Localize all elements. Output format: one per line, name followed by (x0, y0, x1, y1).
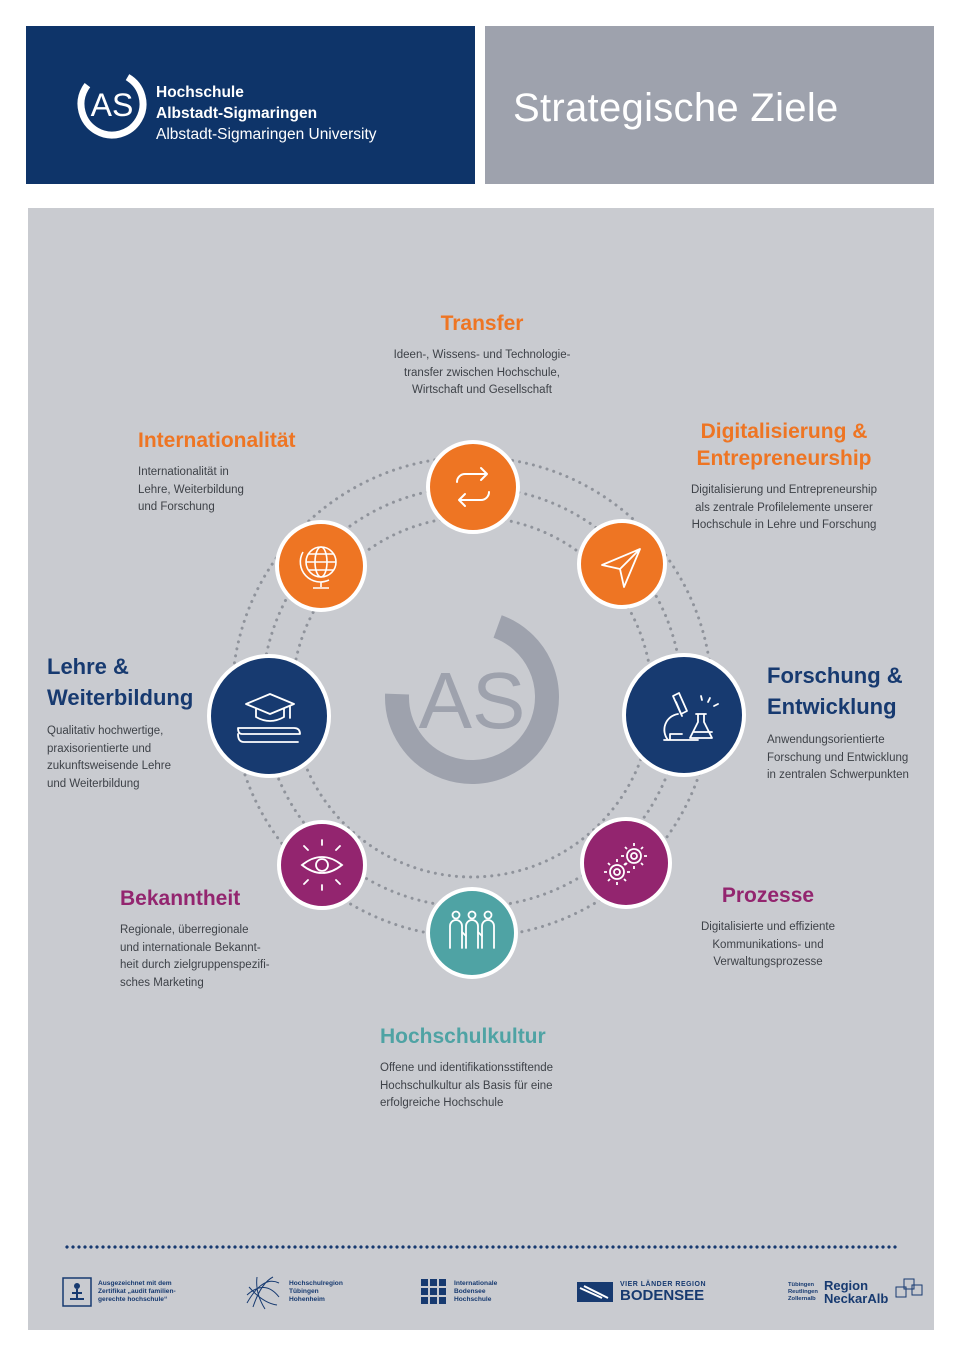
partner-audit-text: Ausgezeichnet mit dem Zertifikat „audit … (98, 1280, 176, 1303)
goal-digital-title: Digitalisierung & Entrepreneurship (696, 420, 872, 470)
header-title-block: Strategische Ziele (485, 26, 934, 184)
transfer-node (426, 440, 520, 534)
digital-node (577, 519, 667, 609)
university-logo: AS (77, 69, 147, 139)
gears-icon (604, 843, 647, 885)
center-logo: AS (385, 610, 559, 784)
goal-kultur-text: Offene und identifikationsstiftende Hoch… (380, 1062, 554, 1109)
prozesse-node (580, 817, 672, 909)
strategy-wheel: AS (207, 440, 746, 979)
goal-lehre-text: Qualitativ hochwertige, praxisorientiert… (47, 725, 172, 790)
strategy-diagram-panel: AS (28, 208, 934, 1330)
partner-bodensee-text: VIER LÄNDER REGION BODENSEE (620, 1281, 707, 1304)
goal-kultur: Hochschulkultur Offene und identifikatio… (380, 1023, 600, 1113)
footer-divider (64, 1245, 898, 1249)
microscope-flask-icon (663, 692, 719, 741)
goal-prozesse-title: Prozesse (721, 884, 815, 907)
partner-audit: Ausgezeichnet mit dem Zertifikat „audit … (62, 1272, 176, 1312)
university-name-line3: Albstadt-Sigmaringen University (156, 126, 377, 143)
exchange-arrows-icon (456, 467, 490, 507)
forschung-node (622, 653, 746, 777)
goal-bekanntheit: Bekanntheit Regionale, überregionale und… (120, 885, 290, 992)
goal-lehre-title: Lehre & Weiterbildung (47, 654, 194, 710)
goal-digital-text: Digitalisierung und Entrepreneurship als… (690, 484, 878, 531)
partner-neckaralb-region: Region NeckarAlb (823, 1278, 889, 1306)
goal-international: Internationalität Internationalität in L… (138, 427, 338, 517)
partner-hochschulregion-text: Hochschulregion Tübingen Hohenheim (289, 1280, 343, 1303)
international-node (275, 520, 367, 612)
ibh-grid-icon (421, 1279, 446, 1304)
people-group-icon (449, 910, 495, 949)
goal-transfer-title: Transfer (440, 312, 524, 335)
globe-icon (299, 546, 337, 589)
goal-bekanntheit-text: Regionale, überregionale und internation… (120, 924, 270, 989)
network-globe-icon (246, 1276, 280, 1310)
partner-ibh-text: Internationale Bodensee Hochschule (454, 1280, 498, 1303)
page-title: Strategische Ziele (513, 86, 839, 130)
goal-prozesse-text: Digitalisierte und effiziente Kommunikat… (700, 921, 836, 968)
bodensee-logo-icon (577, 1282, 613, 1302)
partner-bodensee: VIER LÄNDER REGION BODENSEE (576, 1272, 706, 1312)
goal-prozesse: Prozesse Digitalisierte und effiziente K… (678, 882, 858, 972)
goal-transfer: Transfer Ideen-, Wissens- und Technologi… (382, 310, 582, 400)
paper-plane-icon (601, 548, 641, 588)
bekanntheit-node (277, 820, 367, 910)
partner-neckaralb-cities: Tübingen Reutlingen Zollernalb (788, 1281, 818, 1302)
eye-icon (300, 839, 344, 891)
header-university-block: AS Hochschule Albstadt-Sigmaringen Albst… (26, 26, 475, 184)
goal-transfer-text: Ideen-, Wissens- und Technologie- transf… (393, 349, 571, 396)
graduation-cap-icon (237, 693, 301, 743)
audit-logo-icon (62, 1277, 92, 1307)
svg-text:AS: AS (419, 656, 526, 745)
svg-text:AS: AS (91, 87, 134, 123)
lehre-node (207, 654, 331, 778)
university-name: Hochschule Albstadt-Sigmaringen Albstadt… (156, 82, 377, 145)
neckaralb-squares-icon (895, 1278, 923, 1298)
partner-ibh: Internationale Bodensee Hochschule (420, 1272, 497, 1312)
goal-digital: Digitalisierung & Entrepreneurship Digit… (664, 418, 904, 535)
goal-lehre: Lehre & Weiterbildung Qualitativ hochwer… (47, 651, 217, 793)
kultur-node (426, 887, 518, 979)
goal-forschung: Forschung & Entwicklung Anwendungsorient… (767, 660, 927, 785)
goal-forschung-title: Forschung & Entwicklung (767, 663, 903, 719)
partner-hochschulregion: Hochschulregion Tübingen Hohenheim (243, 1272, 343, 1312)
university-name-line1: Hochschule (156, 84, 244, 101)
goal-international-title: Internationalität (138, 429, 296, 452)
goal-bekanntheit-title: Bekanntheit (120, 887, 241, 910)
goal-international-text: Internationalität in Lehre, Weiterbildun… (138, 466, 244, 513)
goal-kultur-title: Hochschulkultur (380, 1025, 546, 1048)
goal-forschung-text: Anwendungsorientierte Forschung und Entw… (767, 734, 909, 781)
partner-neckaralb: Tübingen Reutlingen Zollernalb Region Ne… (788, 1272, 924, 1312)
university-name-line2: Albstadt-Sigmaringen (156, 105, 318, 122)
